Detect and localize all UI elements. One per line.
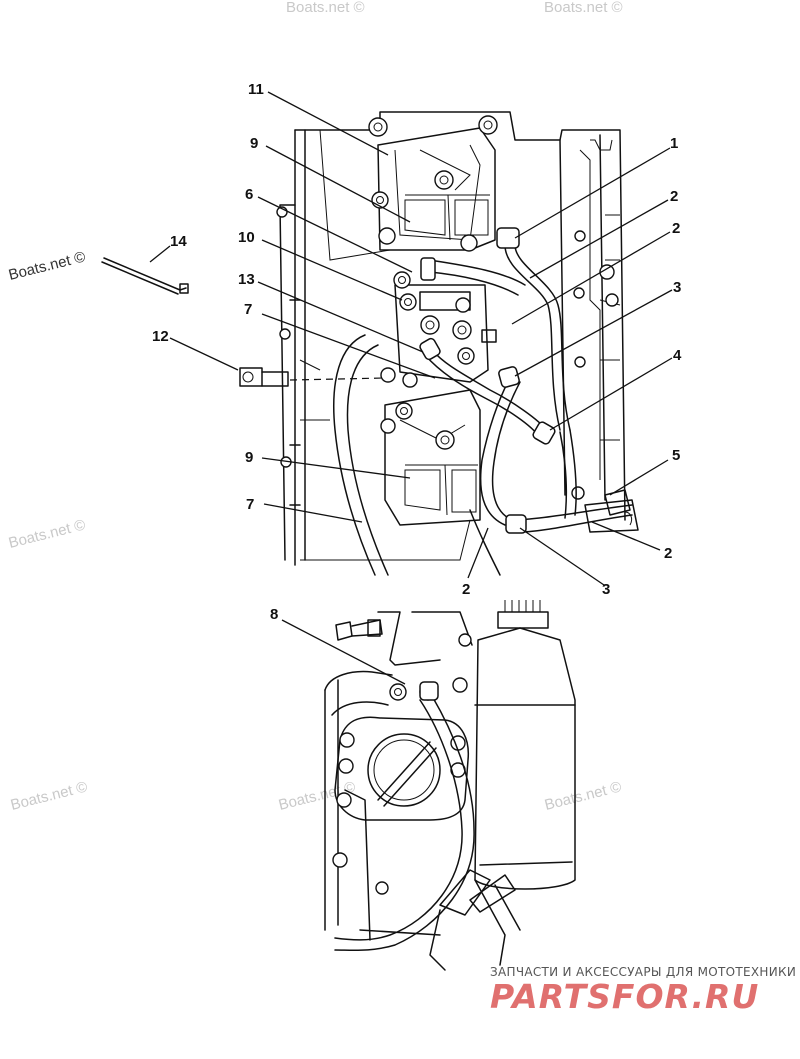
hose-set <box>333 227 633 576</box>
starter-motor <box>474 600 576 890</box>
callout-12: 12 <box>152 328 169 345</box>
part-14-cable-tie <box>101 257 189 295</box>
callout-7: 7 <box>244 301 252 318</box>
callout-8: 8 <box>270 606 278 623</box>
callout-2: 2 <box>664 545 672 562</box>
callout-2: 2 <box>462 581 470 598</box>
callout-3: 3 <box>673 279 681 296</box>
callout-6: 6 <box>245 186 253 203</box>
callout-7: 7 <box>246 496 254 513</box>
watermark: Boats.net © <box>9 778 89 814</box>
watermark: Boats.net © <box>7 248 87 284</box>
leader-lines <box>149 91 673 685</box>
lower-engine-view <box>324 600 576 971</box>
callout-5: 5 <box>672 447 680 464</box>
watermark: Boats.net © <box>286 0 365 16</box>
callout-1: 1 <box>670 135 678 152</box>
callout-labels: 11 9 6 10 14 13 7 12 9 7 1 2 2 3 4 5 2 3… <box>152 81 682 623</box>
brand-logo-text: PARTSFOR.RU <box>490 977 759 1016</box>
callout-14: 14 <box>170 233 187 250</box>
callout-3: 3 <box>602 581 610 598</box>
callout-2: 2 <box>672 220 680 237</box>
callout-9: 9 <box>250 135 258 152</box>
brand-logo: ЗАПЧАСТИ И АКСЕССУАРЫ ДЛЯ МОТОТЕХНИКИ PA… <box>490 965 796 1016</box>
brand-subtitle: ЗАПЧАСТИ И АКСЕССУАРЫ ДЛЯ МОТОТЕХНИКИ <box>490 965 796 979</box>
callout-11: 11 <box>248 81 264 98</box>
callout-2: 2 <box>670 188 678 205</box>
callout-9: 9 <box>245 449 253 466</box>
callout-13: 13 <box>238 271 255 288</box>
watermark: Boats.net © <box>7 516 87 552</box>
part-12-clip <box>239 367 289 387</box>
watermark: Boats.net © <box>543 778 623 814</box>
callout-10: 10 <box>238 229 255 246</box>
callout-4: 4 <box>673 347 682 364</box>
watermark: Boats.net © <box>544 0 623 16</box>
upper-engine-view <box>101 111 639 576</box>
